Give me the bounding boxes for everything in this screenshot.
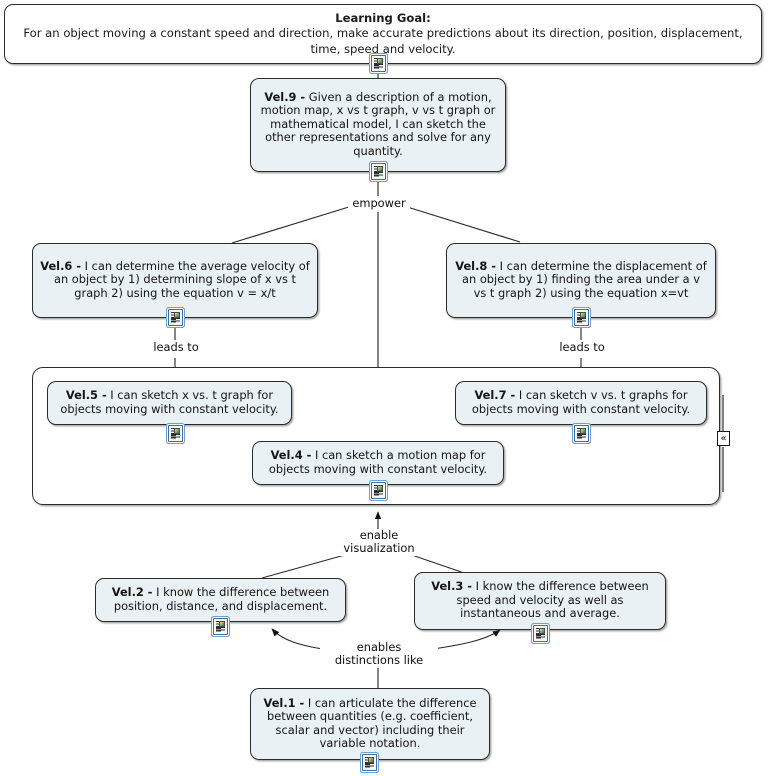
node-vel5-code: Vel.5 -: [65, 388, 107, 403]
resource-icon-vel2[interactable]: [213, 618, 228, 635]
node-vel4-code: Vel.4 -: [270, 448, 312, 463]
node-vel8[interactable]: Vel.8 - I can determine the displacement…: [446, 243, 716, 318]
doc-thumbnail-icon: [377, 485, 383, 491]
doc-thumbnail-icon: [539, 628, 545, 634]
resource-icon-goal[interactable]: [371, 55, 386, 72]
resource-icon-vel3[interactable]: [533, 625, 548, 642]
node-vel7-code: Vel.7 -: [474, 388, 516, 403]
node-vel1-text: I can articulate the difference between …: [267, 695, 477, 750]
doc-barlines-icon: [171, 434, 180, 439]
doc-thumbnail-icon: [174, 428, 180, 434]
node-vel3[interactable]: Vel.3 - I know the difference between sp…: [414, 572, 666, 630]
doc-barlines-icon: [365, 763, 374, 768]
doc-thumbnail-icon: [219, 621, 225, 627]
node-vel4[interactable]: Vel.4 - I can sketch a motion map for ob…: [252, 441, 504, 485]
doc-thumbnail-icon: [368, 757, 374, 763]
learning-goal-title: Learning Goal:: [335, 11, 431, 25]
edge-label-enable-visualization: enable visualization: [338, 528, 420, 556]
edge-label-enables-distinctions: enables distinctions like: [320, 640, 438, 668]
resource-icon-vel8[interactable]: [574, 309, 589, 326]
doc-barlines-icon: [577, 434, 586, 439]
doc-barlines-icon: [536, 634, 545, 639]
resource-icon-vel1[interactable]: [362, 754, 377, 771]
edge-label-leads-to-left: leads to: [145, 340, 207, 355]
node-vel6-code: Vel.6 -: [40, 258, 82, 273]
doc-barlines-icon: [171, 318, 180, 323]
edge-label-empower: empower: [348, 196, 410, 211]
node-vel1[interactable]: Vel.1 - I can articulate the difference …: [250, 688, 490, 760]
node-vel9-text: Given a description of a motion, motion …: [260, 90, 496, 158]
learning-goal-banner: Learning Goal: For an object moving a co…: [4, 4, 762, 64]
doc-barlines-icon: [374, 64, 383, 69]
node-vel2[interactable]: Vel.2 - I know the difference between po…: [95, 578, 346, 622]
doc-barlines-icon: [374, 172, 383, 177]
node-vel6-text: I can determine the average velocity of …: [53, 258, 310, 300]
node-vel5-text: I can sketch x vs. t graph for objects m…: [60, 388, 279, 416]
node-vel5[interactable]: Vel.5 - I can sketch x vs. t graph for o…: [47, 381, 292, 425]
node-vel6[interactable]: Vel.6 - I can determine the average velo…: [32, 243, 318, 318]
node-vel9[interactable]: Vel.9 - Given a description of a motion,…: [250, 78, 506, 172]
resource-icon-vel5[interactable]: [168, 425, 183, 442]
node-vel9-code: Vel.9 -: [264, 90, 306, 105]
node-vel7[interactable]: Vel.7 - I can sketch v vs. t graphs for …: [455, 381, 707, 425]
doc-thumbnail-icon: [580, 312, 586, 318]
node-vel3-code: Vel.3 -: [431, 579, 473, 594]
node-vel2-code: Vel.2 -: [111, 585, 153, 600]
node-vel1-code: Vel.1 -: [263, 695, 305, 710]
doc-thumbnail-icon: [377, 166, 383, 172]
collapse-chevron-icon[interactable]: «: [717, 431, 730, 446]
doc-thumbnail-icon: [377, 58, 383, 64]
node-vel8-text: I can determine the displacement of an o…: [462, 258, 707, 300]
doc-barlines-icon: [216, 627, 225, 632]
node-vel2-text: I know the difference between position, …: [113, 585, 330, 613]
node-vel8-code: Vel.8 -: [455, 258, 497, 273]
doc-barlines-icon: [374, 491, 383, 496]
doc-barlines-icon: [577, 318, 586, 323]
node-vel7-text: I can sketch v vs. t graphs for objects …: [471, 388, 691, 416]
doc-thumbnail-icon: [174, 312, 180, 318]
node-vel3-text: I know the difference between speed and …: [456, 579, 649, 621]
edge-label-leads-to-right: leads to: [551, 340, 613, 355]
resource-icon-vel9[interactable]: [371, 163, 386, 180]
resource-icon-vel6[interactable]: [168, 309, 183, 326]
node-vel4-text: I can sketch a motion map for objects mo…: [268, 448, 488, 476]
learning-goal-text: For an object moving a constant speed an…: [23, 26, 743, 56]
doc-thumbnail-icon: [580, 428, 586, 434]
resource-icon-vel7[interactable]: [574, 425, 589, 442]
resource-icon-vel4[interactable]: [371, 482, 386, 499]
